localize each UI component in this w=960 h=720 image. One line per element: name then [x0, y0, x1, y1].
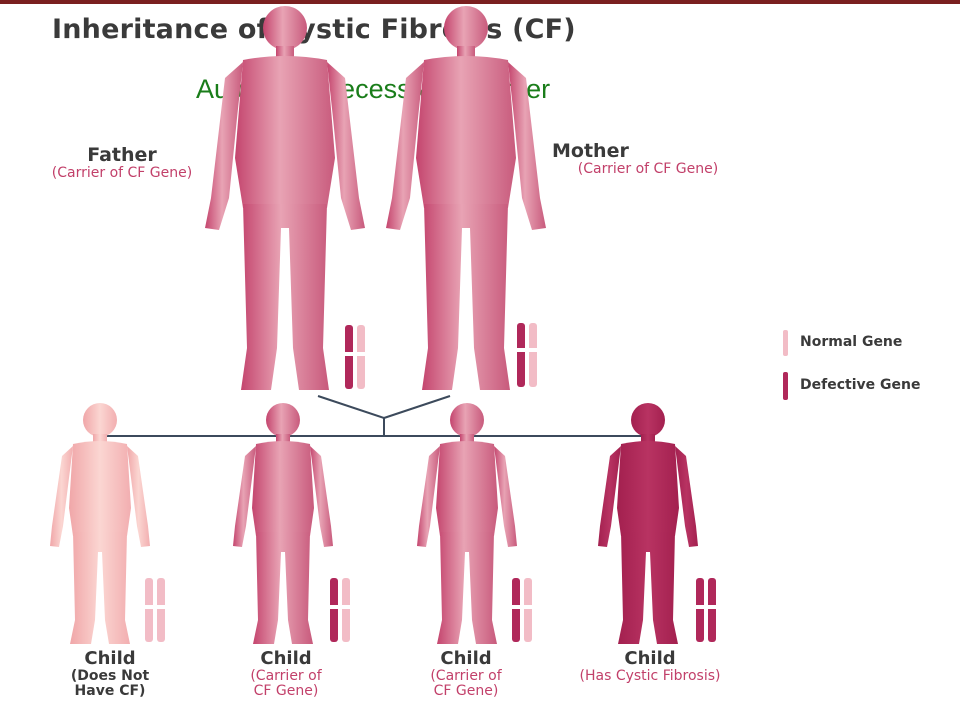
child-3-name: Child [440, 648, 492, 669]
legend-defective-label: Defective Gene [800, 377, 921, 393]
father-figure [205, 6, 365, 390]
father-status: (Carrier of CF Gene) [51, 164, 193, 181]
father-label: Father (Carrier of CF Gene) [22, 144, 222, 181]
child-2-chromosomes [328, 578, 352, 642]
child-4-label: Child (Has Cystic Fibrosis) [548, 648, 752, 684]
child-4-name: Child [624, 648, 676, 669]
child-3-chromosomes [510, 578, 534, 642]
mother-name: Mother [552, 140, 629, 162]
child-1-name: Child [84, 648, 136, 669]
mother-status: (Carrier of CF Gene) [577, 160, 719, 177]
top-border [0, 0, 960, 4]
child-3-figure [417, 403, 517, 644]
child-1-chromosomes [143, 578, 167, 642]
pedigree-lines [99, 395, 655, 452]
diagram-title: Inheritance of Cystic Fibrosis (CF) [52, 14, 576, 45]
father-name: Father [87, 144, 157, 166]
child-2-status-line2: CF Gene) [253, 682, 319, 699]
legend-normal-label: Normal Gene [800, 334, 903, 350]
child-1-status-line2: Have CF) [74, 682, 146, 699]
child-3-label: Child (Carrier of CF Gene) [406, 648, 526, 699]
child-1-label: Child (Does Not Have CF) [50, 648, 170, 699]
child-2-status-line1: (Carrier of [250, 667, 322, 684]
legend-defective-swatch [783, 372, 788, 400]
child-2-name: Child [260, 648, 312, 669]
father-chromosomes [343, 325, 367, 389]
mother-label: Mother (Carrier of CF Gene) [546, 140, 750, 177]
legend-normal-swatch [783, 330, 788, 356]
child-4-figure [598, 403, 698, 644]
child-1-status-line1: (Does Not [70, 667, 150, 684]
child-2-figure [233, 403, 333, 644]
child-4-chromosomes [694, 578, 718, 642]
child-4-status-line1: (Has Cystic Fibrosis) [579, 667, 721, 684]
mother-chromosomes [515, 323, 539, 387]
child-3-status-line1: (Carrier of [430, 667, 502, 684]
child-2-label: Child (Carrier of CF Gene) [226, 648, 346, 699]
child-1-figure [50, 403, 150, 644]
child-3-status-line2: CF Gene) [433, 682, 499, 699]
